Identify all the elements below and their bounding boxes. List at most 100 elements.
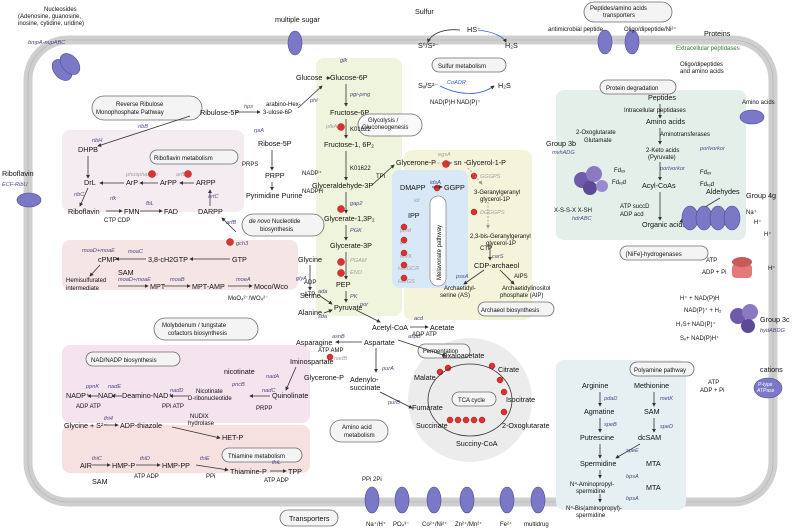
quinolinate-label: Quinolinate (272, 391, 308, 400)
moo4-label: MoO₄²⁻/WO₄²⁻ (228, 296, 268, 302)
group3c-hydrogenase (730, 304, 758, 333)
organic-acids-label: Organic acids (642, 220, 686, 229)
cations-label: cations (760, 365, 783, 374)
succinate-label: Succinate (416, 421, 448, 430)
archaetidylserine-label: Archaetidyl-serine (AS) (440, 286, 476, 299)
sped-gene: speD (660, 424, 673, 430)
porlvorkor-gene: porlvorkor (659, 166, 686, 172)
riboflavin-metabolism-box (149, 149, 239, 165)
nadd-gene: nadD (170, 388, 183, 394)
isocitrate-label: Isocitrate (506, 395, 535, 404)
hemi-arrow (89, 264, 101, 277)
pgi-gene: pgi-pmg (349, 92, 371, 98)
nada-gene-1: nadA (266, 374, 279, 380)
succinyl-coa-label: Succiny-CoA (456, 439, 498, 448)
peptides-label: Peptides (648, 93, 676, 102)
po4-label: PO₄³⁻ (393, 522, 409, 528)
sx-nadph: Sₓ+ NAD(P)H⁺ (680, 335, 719, 342)
por-gene: por (359, 302, 369, 308)
putrescine-label: Putrescine (580, 433, 614, 442)
nad-box (85, 351, 181, 367)
nadp-plus-label: NADP⁺ (66, 391, 90, 400)
aldehydes-label: Aldehydes (706, 187, 740, 196)
arabino-label: arabino-Hex-3-ulose-6P (263, 102, 301, 116)
egsa-inhibit-icon (442, 160, 450, 168)
acd-gene: acd (414, 316, 424, 322)
het-p-label: HET-P (222, 433, 243, 442)
glya-gene: glyA (296, 276, 307, 282)
aips-gene: AIPS (514, 274, 528, 280)
phi-arrow (297, 85, 323, 109)
sulfur-arrow-2 (477, 29, 507, 43)
malate-label: Malate (414, 373, 436, 382)
gapn-inhibit-icon (337, 205, 345, 213)
adenylosuccinate-label: Adenylo-succinate (350, 375, 380, 392)
nife-box (619, 245, 709, 261)
protein-region (556, 90, 746, 240)
dgggps-inhibit-icon (470, 208, 478, 216)
pssa-gene: pssA (455, 274, 469, 280)
hmgs-gene: HMGS (398, 279, 415, 285)
k01622-gene-1: K01622 (350, 127, 371, 133)
nadph-label: NADPH (302, 189, 323, 195)
sam3-label: SAM (644, 407, 660, 416)
adp-thiazole-label: ADP-thiazole (120, 421, 162, 430)
protein-degradation-box (599, 79, 677, 95)
peptides-transporters-box (583, 1, 673, 23)
bottom-transporters (364, 486, 546, 514)
fd-red-2: Fdᵣₑd (700, 182, 714, 188)
de-novo-box (241, 213, 325, 237)
na-label: Na⁺ (746, 209, 757, 216)
hmgcr-inhibit-icon (400, 261, 408, 269)
riboflavin-metabolism-label: Riboflavin metabolism (154, 156, 213, 162)
ada-gene: ada (318, 289, 327, 295)
nucleoside-transporter (51, 53, 81, 81)
mvhadg-gene: mvhADG (552, 150, 575, 156)
atp-label: ATP (304, 292, 315, 298)
group3b-label: Group 3b (546, 139, 576, 148)
ribc-gene: ribC (74, 192, 85, 198)
adp-atp-label: ADP ATP (412, 332, 437, 338)
idi-gene: idi (414, 198, 420, 204)
atp-adp-thi2: ATP ADP (264, 478, 289, 484)
ggggps-gene-1: GGGPS (480, 174, 501, 180)
moaa-gene-1: moaD+moaE (82, 248, 115, 254)
dcsam-label: dcSAM (638, 433, 661, 442)
cars-gene: carS (492, 254, 504, 260)
sugar-transporter (287, 30, 303, 56)
arpp2-label: ARPP (196, 178, 216, 187)
nadp-h2: NAD(P)⁺ + H₂ (684, 307, 722, 314)
multiple-sugar-label: multiple sugar (275, 15, 320, 24)
fermentation-label: Fermentation (423, 349, 458, 355)
sxs2-label: Sₓ/S²⁻ (418, 81, 438, 90)
fd-red-1: Fdᵣₑd (612, 180, 626, 186)
aminotransferases: Aminotransferases (660, 132, 710, 138)
dcsam-arrow (615, 443, 641, 459)
pfk-inhibit-icon (337, 123, 345, 131)
atp-synth-atp: ATP (706, 258, 717, 264)
mvk-gene: MVK (400, 254, 412, 260)
riboflavin-transporter (16, 192, 42, 208)
glucose-label: Glucose (296, 73, 322, 82)
gch3-gene: gch3 (236, 241, 249, 247)
tpi-arrow (371, 164, 395, 186)
ipp-label: IPP (408, 211, 420, 220)
porlor-gene: porlvorkor (699, 146, 726, 152)
hs-label: HS⁻ (467, 25, 481, 34)
eno-gene: ENO (350, 270, 363, 276)
purb-gene: purB (387, 400, 400, 406)
sulfur-nadph-label: NAD(P)H NAD(P)⁺ (430, 99, 481, 106)
darpp-label: DARPP (198, 207, 223, 216)
fbl-gene: fbL (146, 201, 154, 207)
oligo-label: Oligo/dipeptide/Ni²⁺ (624, 26, 677, 33)
ferredoxin-cluster: Fdₒₓ Fdᵣₑd Fdₒₓ Fdᵣₑd (612, 168, 714, 188)
pdad-gene: pdaD (603, 396, 617, 402)
arfb2-gene: arfB2 (176, 172, 190, 178)
phosphatase-inhibit-icon (148, 170, 156, 178)
pk-gene: PK (350, 294, 358, 300)
aips-arrow (499, 269, 515, 285)
group3c-label: Group 3c (760, 315, 790, 324)
